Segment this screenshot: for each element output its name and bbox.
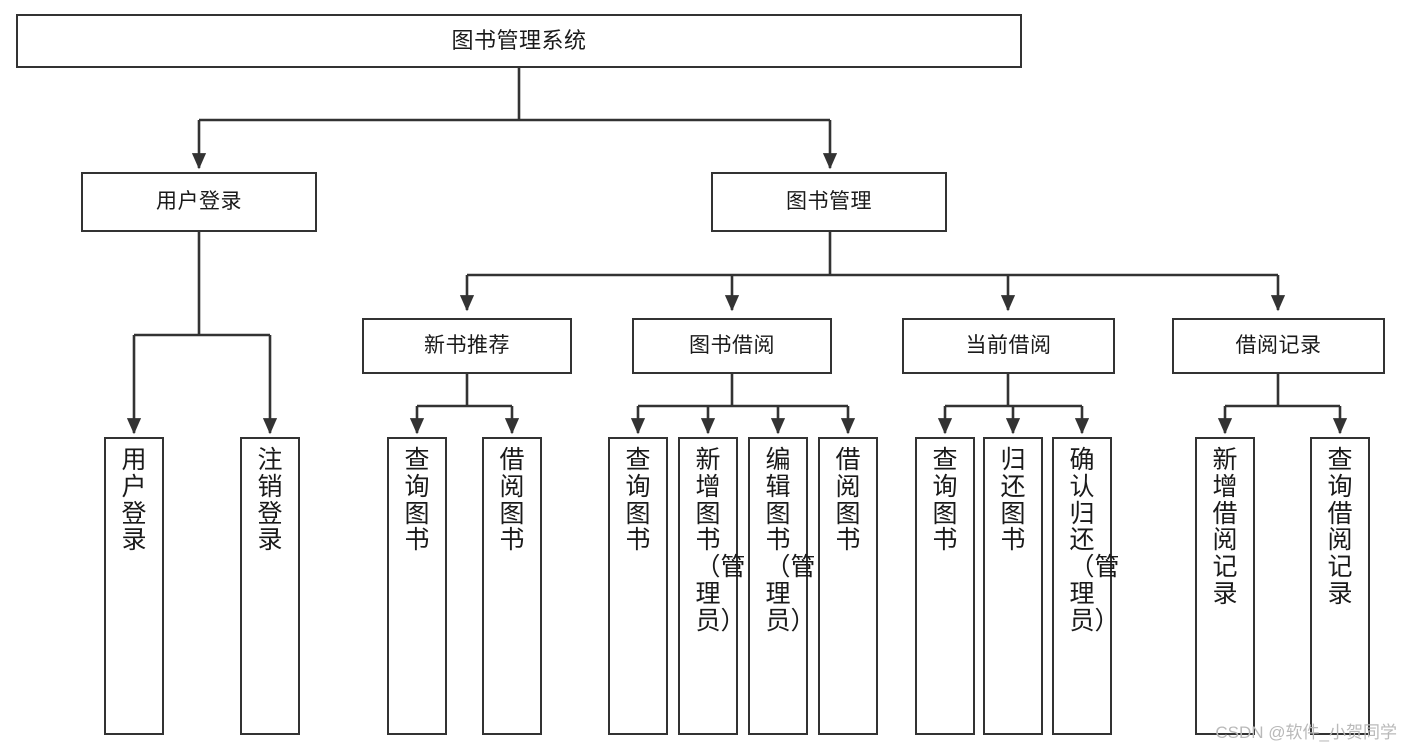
node-label: 图书借阅 [689,333,775,357]
leaf-new-book-borrow[interactable]: 借阅图书 [482,437,542,735]
node-label: 归还图书 [1000,446,1026,555]
node-borrow-record[interactable]: 借阅记录 [1172,318,1385,374]
node-label: 当前借阅 [965,333,1052,357]
leaf-borrow-edit-book[interactable]: 编辑图书（管理员） [748,437,816,735]
leaf-current-return-book[interactable]: 归还图书 [983,437,1043,735]
leaf-user-login-signout[interactable]: 注销登录 [240,437,300,735]
leaf-user-login-signin[interactable]: 用户登录 [104,437,164,735]
node-book-borrow[interactable]: 图书借阅 [632,318,832,374]
node-label: 编辑图书（管理员） [765,446,816,635]
node-label: 查询图书 [625,446,651,555]
leaf-record-add[interactable]: 新增借阅记录 [1195,437,1255,735]
node-label: 查询图书 [932,446,958,555]
node-label: 用户登录 [121,446,147,555]
node-label: 注销登录 [257,446,283,555]
watermark: CSDN @软件_小贺同学 [1215,723,1397,742]
node-label: 新增借阅记录 [1212,446,1238,608]
leaf-new-book-query[interactable]: 查询图书 [387,437,447,735]
node-label: 新书推荐 [424,333,510,357]
leaf-current-confirm-return[interactable]: 确认归还（管理员） [1052,437,1120,735]
node-label: 确认归还（管理员） [1069,446,1120,635]
node-label: 用户登录 [156,189,242,213]
node-new-book-recommend[interactable]: 新书推荐 [362,318,572,374]
leaf-record-query[interactable]: 查询借阅记录 [1310,437,1370,735]
leaf-borrow-query-book[interactable]: 查询图书 [608,437,668,735]
node-root-book-management-system[interactable]: 图书管理系统 [16,14,1022,68]
node-user-login[interactable]: 用户登录 [81,172,317,232]
node-label: 借阅图书 [835,446,861,555]
node-label: 借阅记录 [1235,333,1322,357]
node-label: 查询图书 [404,446,430,555]
node-label: 借阅图书 [499,446,525,555]
node-current-borrow[interactable]: 当前借阅 [902,318,1115,374]
node-book-management[interactable]: 图书管理 [711,172,947,232]
node-label: 查询借阅记录 [1327,446,1353,608]
node-label: 新增图书（管理员） [695,446,746,635]
node-label: 图书管理 [786,189,872,213]
leaf-borrow-add-book[interactable]: 新增图书（管理员） [678,437,746,735]
leaf-borrow-borrow-book[interactable]: 借阅图书 [818,437,878,735]
node-label: 图书管理系统 [451,28,587,54]
leaf-current-query-book[interactable]: 查询图书 [915,437,975,735]
